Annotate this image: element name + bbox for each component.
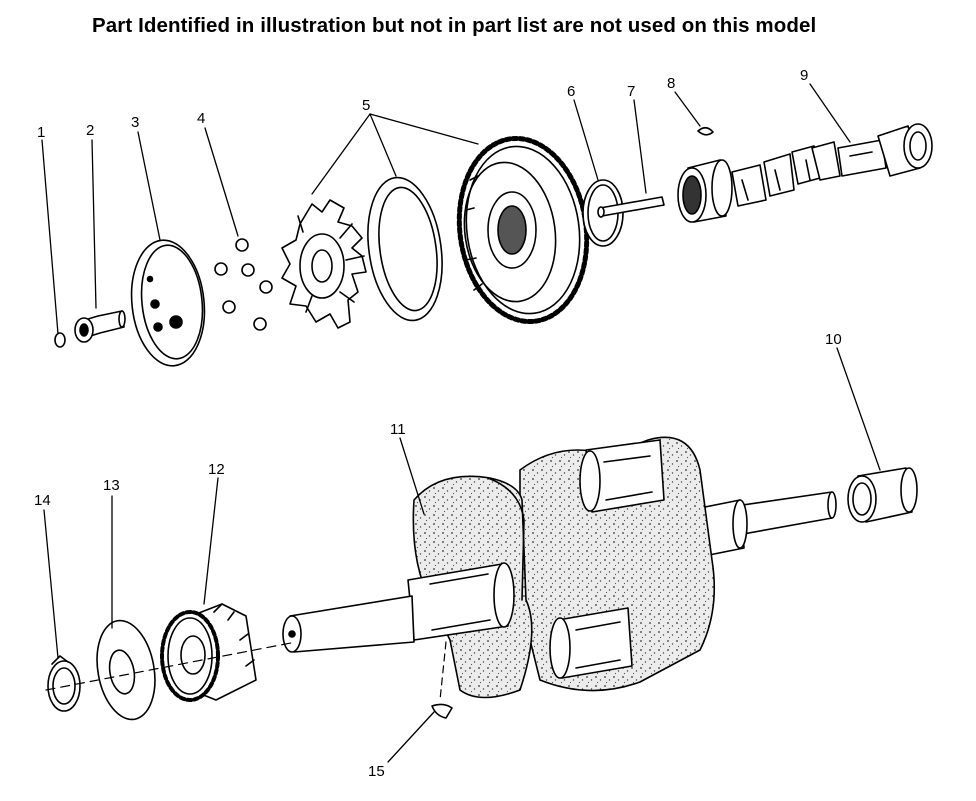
callout-12: 12 xyxy=(208,461,225,478)
part-10-bushing xyxy=(847,467,918,523)
part-5-spider xyxy=(281,199,367,329)
assembly-axis xyxy=(45,641,297,691)
header-note: Part Identified in illustration but not … xyxy=(92,14,817,37)
callout-13: 13 xyxy=(103,477,120,494)
callout-4: 4 xyxy=(197,110,205,127)
callout-1: 1 xyxy=(37,124,45,141)
part-4-balls xyxy=(214,238,273,331)
part-8-key xyxy=(697,126,714,136)
part-3-plate xyxy=(130,239,206,367)
part-9-camshaft xyxy=(677,123,933,223)
callout-9: 9 xyxy=(800,67,808,84)
part-2-pin xyxy=(74,310,126,343)
callout-15: 15 xyxy=(368,763,385,780)
part-13-washer xyxy=(96,619,156,721)
part-5-washer xyxy=(367,176,443,322)
callout-6: 6 xyxy=(567,83,575,100)
callout-14: 14 xyxy=(34,492,51,509)
callout-2: 2 xyxy=(86,122,94,139)
callout-5: 5 xyxy=(362,97,370,114)
key-guide-line xyxy=(439,641,447,701)
leader-lines xyxy=(41,83,881,763)
part-12-crank-gear xyxy=(160,603,257,702)
callout-11: 11 xyxy=(390,421,406,438)
callout-8: 8 xyxy=(667,75,675,92)
callout-10: 10 xyxy=(825,331,842,348)
callout-7: 7 xyxy=(627,83,635,100)
part-11-crankshaft xyxy=(282,436,837,699)
part-15-key xyxy=(431,703,453,719)
part-14-snap-ring xyxy=(47,655,81,712)
part-5-gear xyxy=(456,135,590,325)
part-7-pin xyxy=(597,196,665,218)
callout-3: 3 xyxy=(131,114,139,131)
part-1-snap-ring xyxy=(54,332,66,348)
